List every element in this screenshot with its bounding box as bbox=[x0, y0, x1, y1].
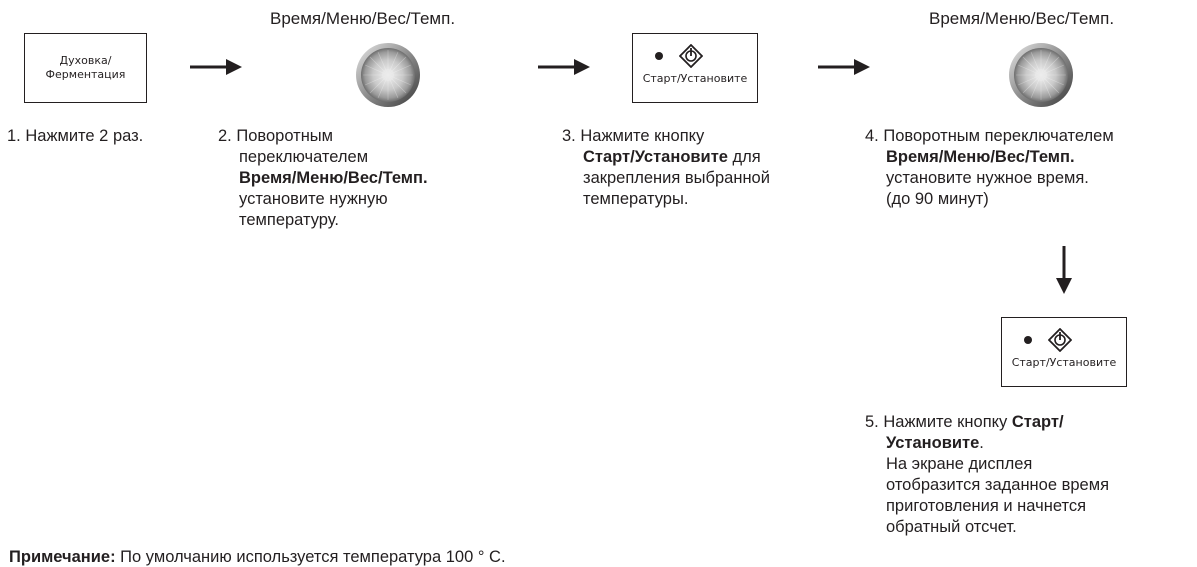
step-3-line1: Нажмите кнопку bbox=[580, 127, 705, 145]
step-2-line1: Поворотным bbox=[236, 127, 334, 145]
note: Примечание: По умолчанию используется те… bbox=[9, 548, 506, 567]
step-5-line1-pre: Нажмите кнопку bbox=[883, 413, 1012, 431]
arrow-down-icon bbox=[1056, 246, 1072, 294]
step-5-line3: На экране дисплея bbox=[886, 455, 1033, 473]
dial-knob-icon[interactable] bbox=[1008, 42, 1074, 108]
step-5-line2-rest: . bbox=[979, 434, 984, 452]
arrow-right-icon bbox=[818, 59, 870, 75]
step-1-text: 1. Нажмите 2 раз. bbox=[7, 126, 143, 147]
indicator-dot-icon bbox=[1024, 336, 1032, 344]
step-3-line2-bold: Старт/Установите bbox=[583, 148, 728, 166]
knob-label: Время/Меню/Вес/Темп. bbox=[270, 9, 456, 28]
oven-fermentation-button[interactable]: Духовка/ Ферментация bbox=[24, 33, 147, 103]
note-label: Примечание: bbox=[9, 548, 116, 566]
step-4-line2: Время/Меню/Вес/Темп. bbox=[886, 148, 1075, 166]
step-5-line5: приготовления и начнется bbox=[886, 497, 1087, 515]
start-diamond-icon bbox=[679, 44, 703, 68]
step-2-text: 2. Поворотным переключателем Время/Меню/… bbox=[218, 126, 428, 231]
arrow-right-icon bbox=[190, 59, 242, 75]
step-5-number: 5. bbox=[865, 413, 879, 431]
oven-button-label-line2: Ферментация bbox=[45, 68, 126, 81]
step-4-line1: Поворотным переключателем bbox=[883, 127, 1114, 145]
arrow-right-icon bbox=[538, 59, 590, 75]
step-3-number: 3. bbox=[562, 127, 576, 145]
step-2-line4: установите нужную bbox=[239, 190, 388, 208]
step-2-line5: температуру. bbox=[239, 211, 339, 229]
step-3-line2-rest: для bbox=[727, 148, 761, 166]
step-4-text: 4. Поворотным переключателем Время/Меню/… bbox=[865, 126, 1114, 210]
start-button-label: Старт/Установите bbox=[642, 72, 748, 85]
indicator-dot-icon bbox=[655, 52, 663, 60]
oven-button-label-line1: Духовка/ bbox=[59, 54, 112, 67]
step-5-text: 5. Нажмите кнопку Старт/ Установите. На … bbox=[865, 412, 1109, 538]
step-3-line3: закрепления выбранной bbox=[583, 169, 770, 187]
start-diamond-icon bbox=[1048, 328, 1072, 352]
step-5-line2-bold: Установите bbox=[886, 434, 980, 452]
step-3-line4: температуры. bbox=[583, 190, 689, 208]
step-2-line3: Время/Меню/Вес/Темп. bbox=[239, 169, 428, 187]
start-set-button[interactable]: Старт/Установите bbox=[1001, 317, 1127, 387]
start-set-button[interactable]: Старт/Установите bbox=[632, 33, 758, 103]
start-button-label: Старт/Установите bbox=[1011, 356, 1117, 369]
knob-label: Время/Меню/Вес/Темп. bbox=[929, 9, 1115, 28]
step-4-line4: (до 90 минут) bbox=[886, 190, 989, 208]
step-3-text: 3. Нажмите кнопку Старт/Установите для з… bbox=[562, 126, 770, 210]
step-2-number: 2. bbox=[218, 127, 232, 145]
step-5-line6: обратный отсчет. bbox=[886, 518, 1017, 536]
step-1-label: Нажмите 2 раз. bbox=[25, 127, 144, 145]
step-4-line3: установите нужное время. bbox=[886, 169, 1089, 187]
step-4-number: 4. bbox=[865, 127, 879, 145]
step-5-line4: отобразится заданное время bbox=[886, 476, 1110, 494]
dial-knob-icon[interactable] bbox=[355, 42, 421, 108]
step-1-number: 1. bbox=[7, 127, 21, 145]
step-2-line2: переключателем bbox=[239, 148, 369, 166]
step-5-line1-bold: Старт/ bbox=[1011, 413, 1064, 431]
note-text: По умолчанию используется температура 10… bbox=[115, 548, 506, 566]
